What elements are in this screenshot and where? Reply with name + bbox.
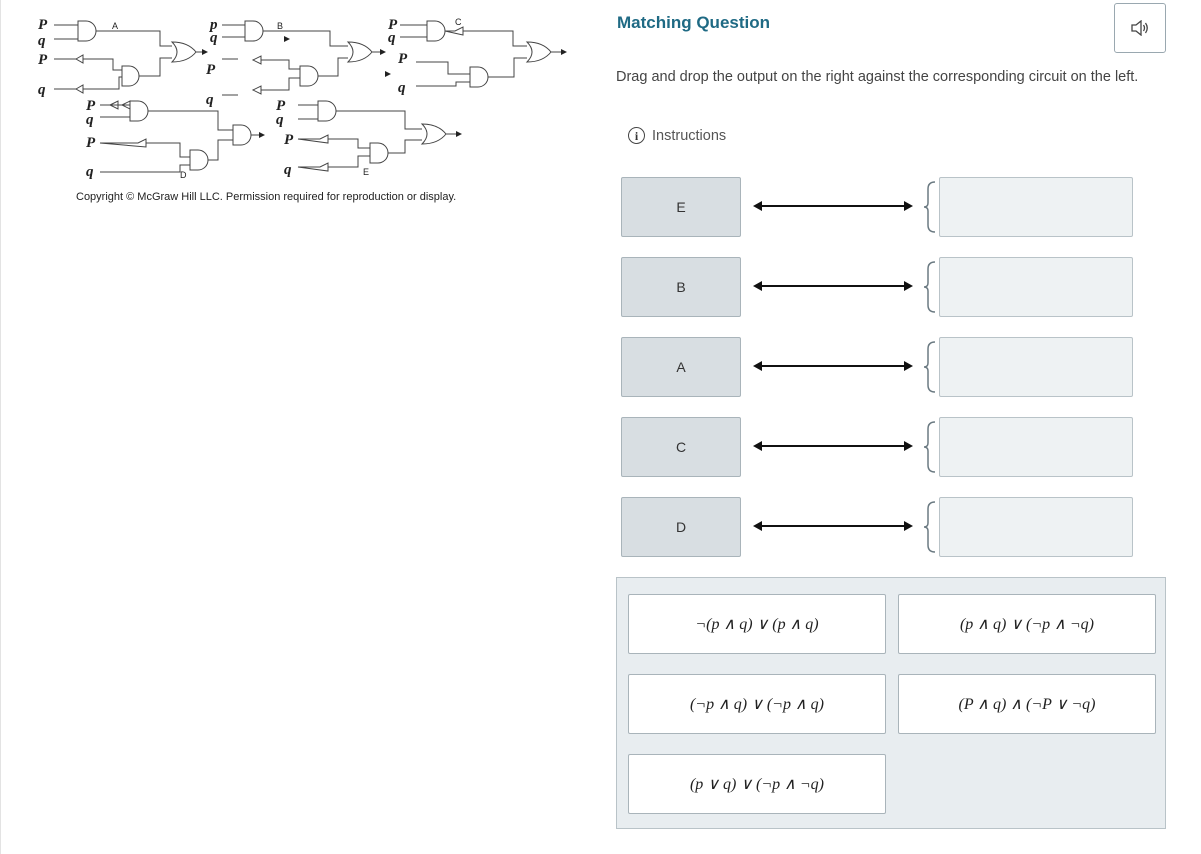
- var-p: P: [86, 135, 96, 151]
- var-p: P: [276, 98, 286, 114]
- match-row: D: [621, 497, 1133, 557]
- drop-zone[interactable]: [939, 337, 1133, 397]
- bracket-icon: [923, 501, 936, 553]
- match-row: A: [621, 337, 1133, 397]
- prompt-item-d: D: [621, 497, 741, 557]
- var-q: q: [38, 82, 46, 98]
- var-p: P: [284, 132, 294, 148]
- match-row: E: [621, 177, 1133, 237]
- var-q: q: [86, 164, 94, 180]
- prompt-item-b: B: [621, 257, 741, 317]
- gate-label-a: A: [112, 21, 118, 31]
- var-q: q: [284, 162, 292, 178]
- info-icon: i: [628, 127, 645, 144]
- var-q: q: [388, 30, 396, 46]
- var-p: P: [398, 51, 408, 67]
- gate-label-d: D: [180, 170, 187, 180]
- question-title: Matching Question: [617, 13, 770, 32]
- drop-zone[interactable]: [939, 497, 1133, 557]
- prompt-item-a: A: [621, 337, 741, 397]
- page-border: [0, 0, 1, 854]
- drop-zone[interactable]: [939, 177, 1133, 237]
- question-instructions: Drag and drop the output on the right ag…: [616, 69, 1139, 85]
- var-p: P: [388, 17, 398, 33]
- bracket-icon: [923, 181, 936, 233]
- var-q: q: [276, 112, 284, 128]
- var-p: P: [38, 52, 48, 68]
- bracket-icon: [923, 261, 936, 313]
- var-p: P: [206, 62, 216, 78]
- double-arrow-icon: [753, 441, 913, 451]
- audio-button[interactable]: [1114, 3, 1166, 53]
- double-arrow-icon: [753, 521, 913, 531]
- instructions-link-label: Instructions: [652, 127, 727, 144]
- gate-label-e: E: [363, 167, 369, 177]
- draggable-answer[interactable]: (p ∧ q) ∨ (¬p ∧ ¬q): [898, 594, 1156, 654]
- var-q: q: [86, 112, 94, 128]
- gate-label-c: C: [455, 17, 462, 27]
- draggable-answer[interactable]: (p ∨ q) ∨ (¬p ∧ ¬q): [628, 754, 886, 814]
- double-arrow-icon: [753, 201, 913, 211]
- draggable-answer[interactable]: (P ∧ q) ∧ (¬P ∨ ¬q): [898, 674, 1156, 734]
- match-row: B: [621, 257, 1133, 317]
- double-arrow-icon: [753, 361, 913, 371]
- instructions-link[interactable]: i Instructions: [628, 127, 726, 144]
- var-q: q: [206, 92, 214, 108]
- answer-pool: ¬(p ∧ q) ∨ (p ∧ q) (p ∧ q) ∨ (¬p ∧ ¬q) (…: [616, 577, 1166, 829]
- logic-circuit-figure: P q P q p q P P q P q q P q P q P q P q …: [38, 17, 567, 180]
- var-p: P: [86, 98, 96, 114]
- var-p: p: [208, 17, 218, 33]
- var-q: q: [210, 30, 218, 46]
- prompt-item-c: C: [621, 417, 741, 477]
- var-p: P: [38, 17, 48, 33]
- bracket-icon: [923, 421, 936, 473]
- drop-zone[interactable]: [939, 257, 1133, 317]
- draggable-answer[interactable]: ¬(p ∧ q) ∨ (p ∧ q): [628, 594, 886, 654]
- prompt-item-e: E: [621, 177, 741, 237]
- double-arrow-icon: [753, 281, 913, 291]
- match-row: C: [621, 417, 1133, 477]
- drop-zone[interactable]: [939, 417, 1133, 477]
- var-q: q: [398, 80, 406, 96]
- var-q: q: [38, 33, 46, 49]
- speaker-icon: [1131, 20, 1148, 36]
- copyright-notice: Copyright © McGraw Hill LLC. Permission …: [76, 191, 457, 203]
- bracket-icon: [923, 341, 936, 393]
- gate-label-b: B: [277, 21, 283, 31]
- draggable-answer[interactable]: (¬p ∧ q) ∨ (¬p ∧ q): [628, 674, 886, 734]
